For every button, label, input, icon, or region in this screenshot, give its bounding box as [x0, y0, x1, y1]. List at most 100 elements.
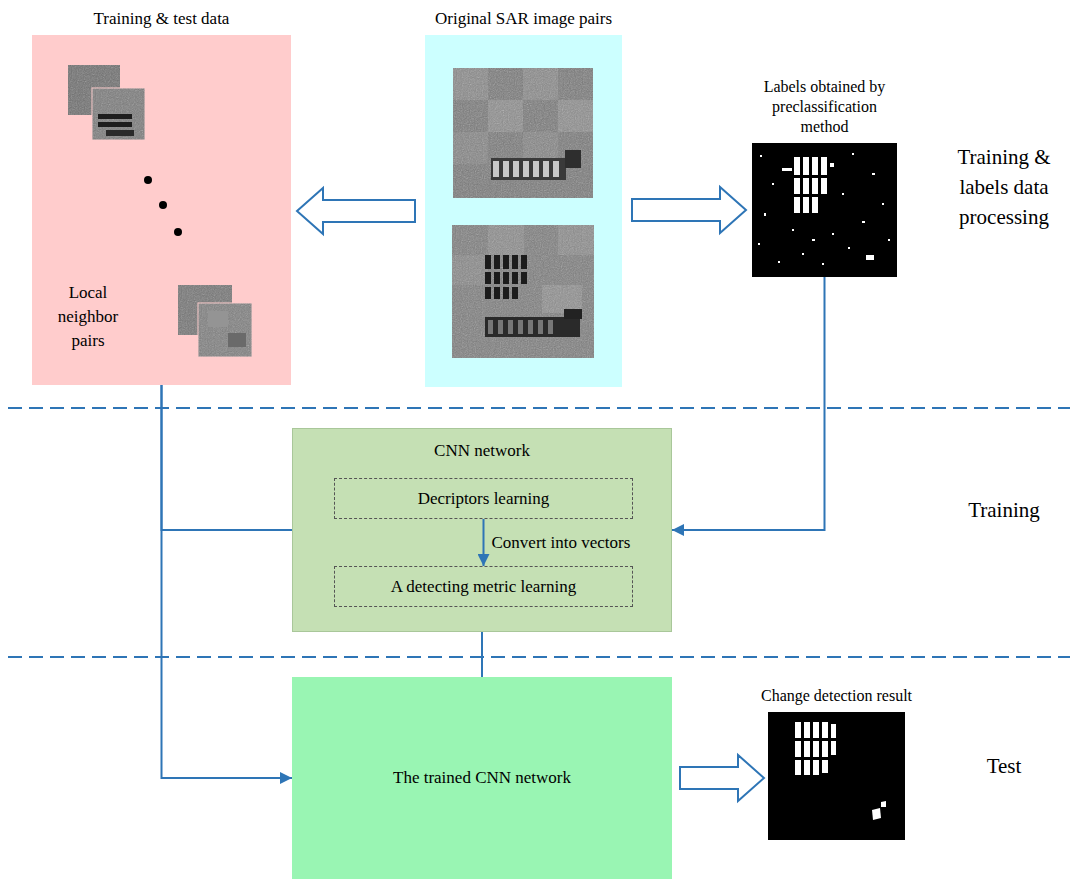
changed-region-part: [822, 722, 828, 738]
patch-pair-part-part: [198, 303, 252, 357]
changed-pixels-part: [812, 157, 818, 175]
box-text: CNN network: [434, 441, 530, 460]
changed-region-part: [795, 760, 801, 775]
network-box: The trained CNN network: [292, 677, 672, 879]
changed-pixels-part: [802, 253, 804, 255]
block-arrow: [297, 188, 415, 234]
changed-region-part: [795, 722, 801, 738]
ellipsis-dot: [174, 228, 182, 236]
box-text: The trained CNN network: [393, 768, 571, 787]
sar-image-part: [512, 255, 518, 269]
panel-heading: Training & test data: [94, 9, 230, 28]
sar-image-part: [513, 161, 519, 177]
patch-pair-part-part: [106, 130, 134, 136]
sar-image: [452, 225, 594, 358]
changed-pixels-part: [803, 157, 809, 175]
sar-image-part: [548, 320, 553, 334]
changed-pixels-part: [760, 155, 762, 157]
changed-pixels-part: [848, 247, 850, 249]
changed-pixels-part: [821, 178, 827, 194]
patch-pair-part-part: [98, 114, 132, 119]
changed-pixels-part: [888, 239, 890, 241]
changed-region-part: [813, 741, 819, 757]
sar-image-part: [452, 225, 594, 358]
changed-region-part: [813, 760, 819, 775]
sar-image-part: [503, 161, 509, 177]
text-holder: Training & test data: [94, 8, 230, 29]
sar-image-part: [493, 161, 499, 177]
sar-image-part: [521, 255, 527, 269]
section-label: Training: [968, 498, 1040, 522]
changed-pixels-part: [812, 197, 818, 213]
label-holder: Test: [944, 752, 1064, 780]
changed-pixels-part: [822, 263, 824, 265]
sar-image-part: [503, 287, 509, 299]
patch-pair: [178, 285, 252, 357]
changed-region-part: [804, 722, 810, 738]
sar-image-part: [553, 161, 559, 177]
sar-image-part: [485, 255, 491, 269]
changed-region-part: [813, 722, 819, 738]
connector-line: [162, 385, 293, 530]
text-holder: A detecting metric learning: [383, 576, 585, 597]
sar-image-part: [565, 150, 581, 168]
sar-image-part: [488, 320, 493, 334]
text-holder: CNN network: [293, 440, 671, 461]
panel-heading: Change detection result: [761, 687, 912, 704]
changed-pixels-part: [866, 255, 874, 260]
sar-image-part: [485, 317, 580, 337]
changed-pixels-part: [872, 173, 875, 175]
label-holder: Convert into vectors: [492, 532, 631, 552]
changed-region-part: [804, 741, 810, 757]
changed-pixels-part: [812, 239, 815, 241]
connector-line: [481, 632, 483, 677]
change-map: [768, 712, 905, 840]
changed-pixels-part: [862, 221, 865, 223]
changed-pixels-part: [821, 157, 827, 175]
result-map: Change detection result: [768, 712, 905, 840]
block-arrow: [680, 755, 764, 801]
sar-image-part: [564, 309, 582, 319]
changed-region-part: [804, 760, 810, 775]
changed-region-part: [795, 741, 801, 757]
changed-region-part: [881, 801, 886, 807]
changed-pixels-part: [794, 178, 800, 194]
changed-region-part: [831, 741, 836, 755]
sar-image-part: [512, 272, 518, 284]
sar-image-part: [453, 68, 593, 198]
sar-images: [425, 35, 622, 387]
network-box: CNN networkDecriptors learningA detectin…: [292, 428, 672, 632]
text-holder: Labels obtained by preclassification met…: [750, 77, 900, 137]
changed-region-part: [872, 808, 881, 820]
changed-pixels-part: [803, 197, 809, 213]
section-divider: [8, 656, 1070, 658]
ellipsis-dot: [144, 176, 152, 184]
label-holder: Training & labels data processing: [942, 142, 1066, 232]
label-map: Labels obtained by preclassification met…: [752, 143, 897, 277]
sar-image-part: [521, 272, 527, 284]
sar-image-part: [494, 255, 500, 269]
changed-pixels-part: [758, 243, 760, 245]
sar-image-part: [494, 287, 500, 299]
sar-image-part: [485, 287, 491, 299]
sar-image-part: [508, 320, 513, 334]
text-holder: Original SAR image pairs: [435, 8, 612, 29]
changed-pixels: [758, 153, 890, 265]
changed-pixels-part: [772, 183, 774, 185]
sar-image-part: [538, 320, 543, 334]
box-text: A detecting metric learning: [391, 577, 577, 596]
sar-image-part: [494, 272, 500, 284]
patch-pair-part-part: [92, 88, 145, 140]
changed-pixels-part: [794, 157, 800, 175]
changed-pixels-part: [882, 203, 884, 205]
changed-region-part: [822, 741, 828, 757]
patch-pair: [68, 65, 145, 140]
data-panel: Training & test dataLocal neighbor pairs: [32, 35, 291, 385]
sar-image-part: [543, 161, 549, 177]
sar-image-part: [503, 255, 509, 269]
sar-image-part: [453, 68, 593, 198]
text-holder: Local neighbor pairs: [46, 281, 130, 353]
sar-image-part: [498, 320, 503, 334]
patch-thumbnails: [32, 35, 291, 385]
